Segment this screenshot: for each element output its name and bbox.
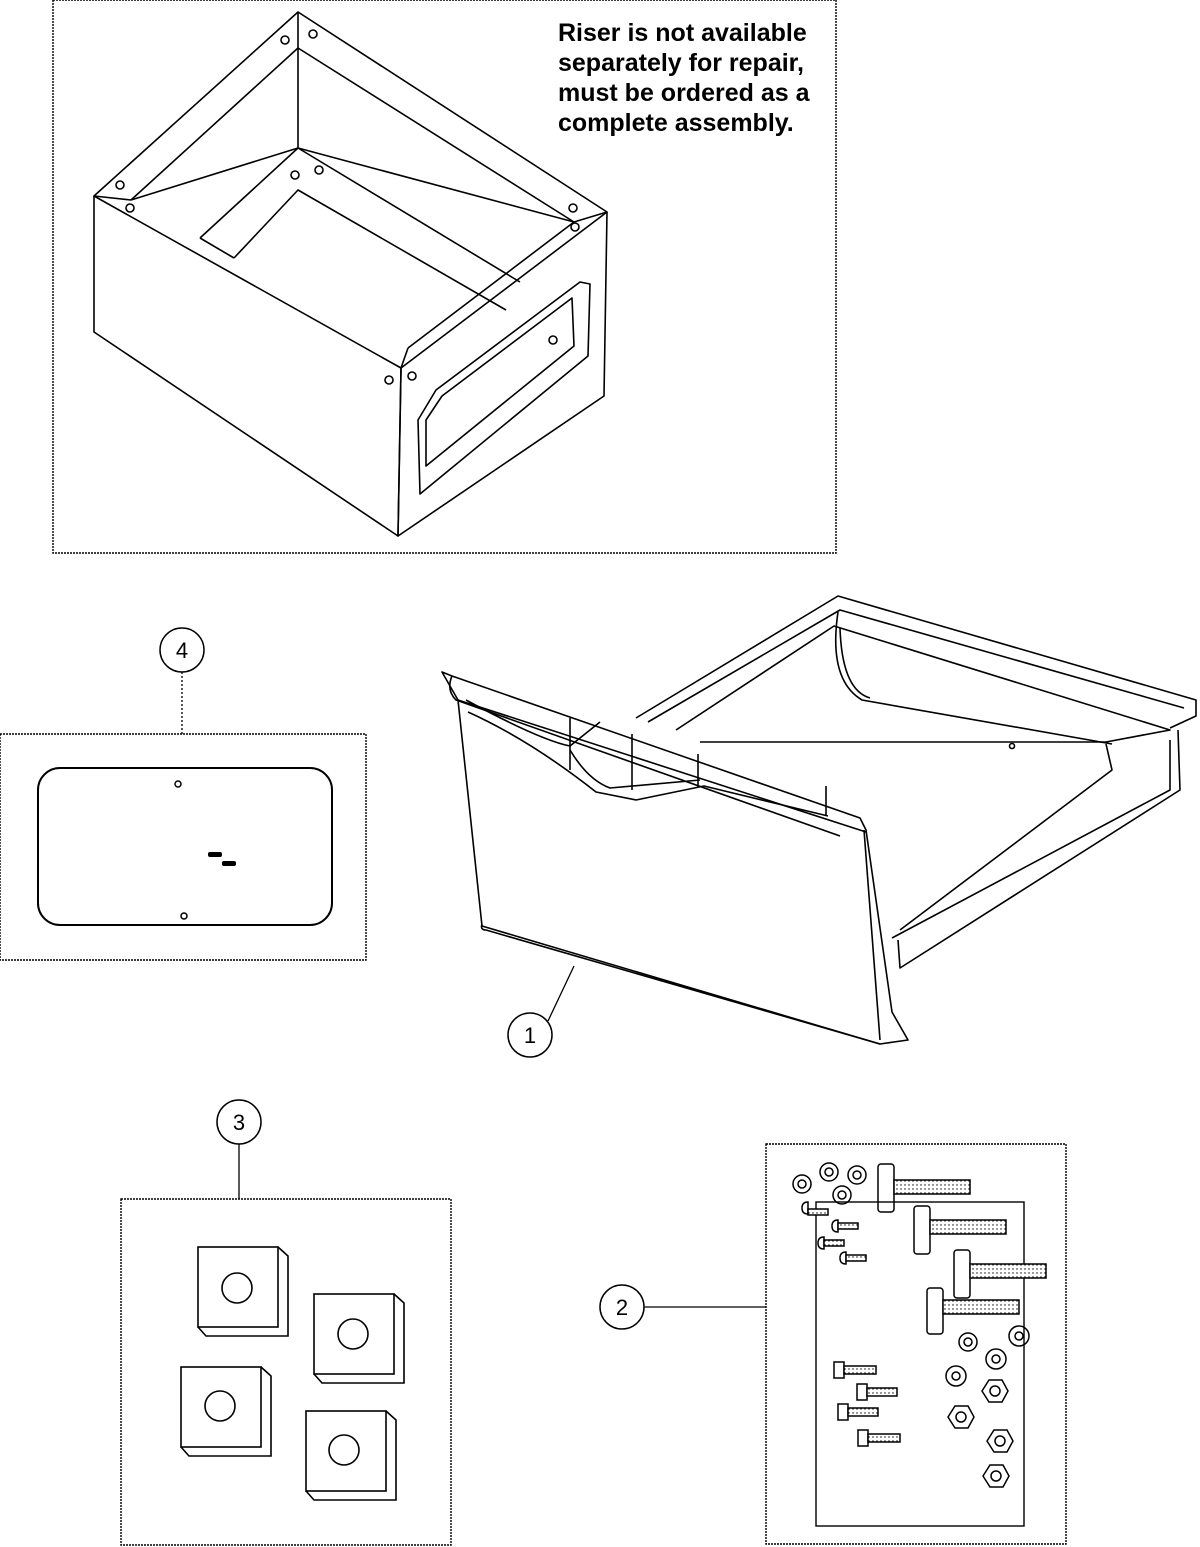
- callout-1-label: 1: [524, 1023, 536, 1048]
- callout-3: 3: [216, 1099, 262, 1199]
- pad-4: [305, 1410, 397, 1501]
- leveling-pads: [180, 1246, 405, 1501]
- small-screws: [208, 852, 236, 866]
- callout-1: 1: [507, 965, 575, 1058]
- pad-3: [180, 1366, 272, 1457]
- pad-2: [313, 1293, 405, 1384]
- callout-2: 2: [599, 1284, 766, 1330]
- callout-2-label: 2: [616, 1295, 628, 1320]
- riser-note-line-4: complete assembly.: [558, 109, 794, 137]
- riser-note-line-3: must be ordered as a: [558, 79, 810, 107]
- item2-panel: [765, 1143, 1067, 1545]
- item3-panel: [120, 1198, 452, 1546]
- callout-4: 4: [159, 627, 205, 734]
- drawer-drawing: [441, 595, 1197, 1045]
- callout-4-label: 4: [176, 638, 188, 663]
- item4-panel: [0, 733, 367, 961]
- riser-panel: [52, 0, 837, 554]
- callout-3-label: 3: [233, 1110, 245, 1135]
- riser-note-line-2: separately for repair,: [558, 49, 804, 77]
- pad-1: [197, 1246, 289, 1337]
- riser-note-line-1: Riser is not available: [558, 19, 807, 47]
- riser-box-drawing: [93, 11, 608, 537]
- riser-note: Riser is not available separately for re…: [558, 18, 828, 138]
- hardware-parts: [792, 1162, 1047, 1488]
